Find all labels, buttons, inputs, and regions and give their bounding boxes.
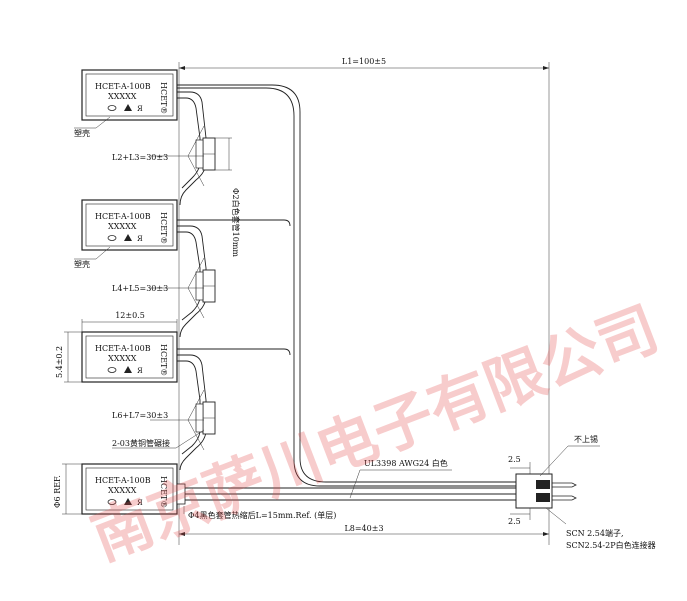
oval-mark-icon <box>107 499 117 505</box>
crimp-tube-2b <box>195 271 204 301</box>
oval-mark-icon <box>107 105 117 111</box>
cable-leader <box>349 469 361 499</box>
ul-mark-icon: Я <box>137 105 143 113</box>
sensor-model: HCET-A-100B <box>95 476 151 485</box>
connector-label: SCN2.54-2P白色连接器 <box>566 540 656 550</box>
terminal-pin-1-icon <box>551 482 577 488</box>
crimp-leader <box>112 429 205 449</box>
main-cable-outer <box>177 84 549 483</box>
pitch-top-label: 2.5 <box>508 455 521 464</box>
cable-label: UL3398 AWG24 白色 <box>364 458 448 468</box>
sensor-2: HCET-A-100B XXXXX Я HCET® <box>81 199 178 251</box>
ul-mark-icon: Я <box>137 367 143 375</box>
sensor-side-label: HCET® <box>159 344 168 376</box>
terminal-label: SCN 2.54端子, <box>566 528 624 538</box>
cable-s3-branch <box>177 348 291 356</box>
dia-label: Φ6 REF. <box>53 475 62 508</box>
pitch-bottom-label: 2.5 <box>508 517 521 526</box>
sensor-code: XXXXX <box>108 222 137 231</box>
crimp-label: 2-03黄铜管碾接 <box>112 438 170 448</box>
sensor-3: HCET-A-100B XXXXX Я HCET® <box>81 331 178 383</box>
width-label: 12±0.5 <box>115 311 145 320</box>
cable-s2-branch <box>177 219 291 227</box>
sensor-code: XXXXX <box>108 92 137 101</box>
crimp-tube-1b <box>195 139 204 169</box>
sensor-code: XXXXX <box>108 354 137 363</box>
sensor-1: HCET-A-100B XXXXX Я HCET® <box>81 69 178 121</box>
l4-l5-leader-arms <box>187 257 205 319</box>
l1-label: L1=100±5 <box>342 57 386 66</box>
cable-s2-to-s3-b <box>177 231 201 321</box>
ul-mark-icon: Я <box>137 499 143 507</box>
plastic-shell-label-1: 塑壳 <box>74 128 90 138</box>
main-cable-inner <box>177 87 549 487</box>
heat-shrink-sleeve <box>176 483 186 505</box>
sensor-4: HCET-A-100B XXXXX Я HCET® <box>81 463 178 515</box>
crimp-tube-3b <box>195 403 204 433</box>
sensor-side-label: HCET® <box>159 476 168 508</box>
ul-mark-icon: Я <box>137 235 143 243</box>
no-tin-label: 不上锡 <box>574 435 598 444</box>
l2-l3-label: L2+L3=30±3 <box>112 153 168 162</box>
shell-leader-2 <box>74 246 111 260</box>
white-sleeve-label: Φ2白色套管10mm <box>231 188 241 257</box>
cable-s2-to-s3-a <box>177 225 207 338</box>
oval-mark-icon <box>107 235 117 241</box>
sensor-model: HCET-A-100B <box>95 82 151 91</box>
warning-triangle-icon <box>124 234 132 241</box>
oval-mark-icon <box>107 367 117 373</box>
sensor-side-label: HCET® <box>159 82 168 114</box>
l8-label: L8=40±3 <box>344 524 383 533</box>
sensor-code: XXXXX <box>108 486 137 495</box>
l2-l3-leader-arms <box>187 125 205 187</box>
cable-s1-to-s2-b <box>177 97 201 189</box>
warning-triangle-icon <box>124 104 132 111</box>
cable-s3-to-s4-b <box>177 360 201 455</box>
sensor-model: HCET-A-100B <box>95 212 151 221</box>
warning-triangle-icon <box>124 366 132 373</box>
heat-shrink-label: Φ4黑色套管热缩后L=15mm.Ref. (单层) <box>188 510 336 520</box>
l4-l5-label: L4+L5=30±3 <box>112 284 168 293</box>
connector <box>515 473 577 509</box>
sensor-model: HCET-A-100B <box>95 344 151 353</box>
plastic-shell-label-2: 塑壳 <box>74 259 90 269</box>
cable-s3-to-s4-a <box>177 354 207 471</box>
no-tin-leader <box>539 445 600 477</box>
terminal-leader <box>545 507 567 525</box>
terminal-pin-2-icon <box>551 495 577 501</box>
l6-l7-label: L6+L7=30±3 <box>112 411 168 420</box>
shell-leader-1 <box>74 116 111 129</box>
warning-triangle-icon <box>124 498 132 505</box>
height-label: 5.4±0.2 <box>55 346 64 378</box>
sensor-side-label: HCET® <box>159 212 168 244</box>
